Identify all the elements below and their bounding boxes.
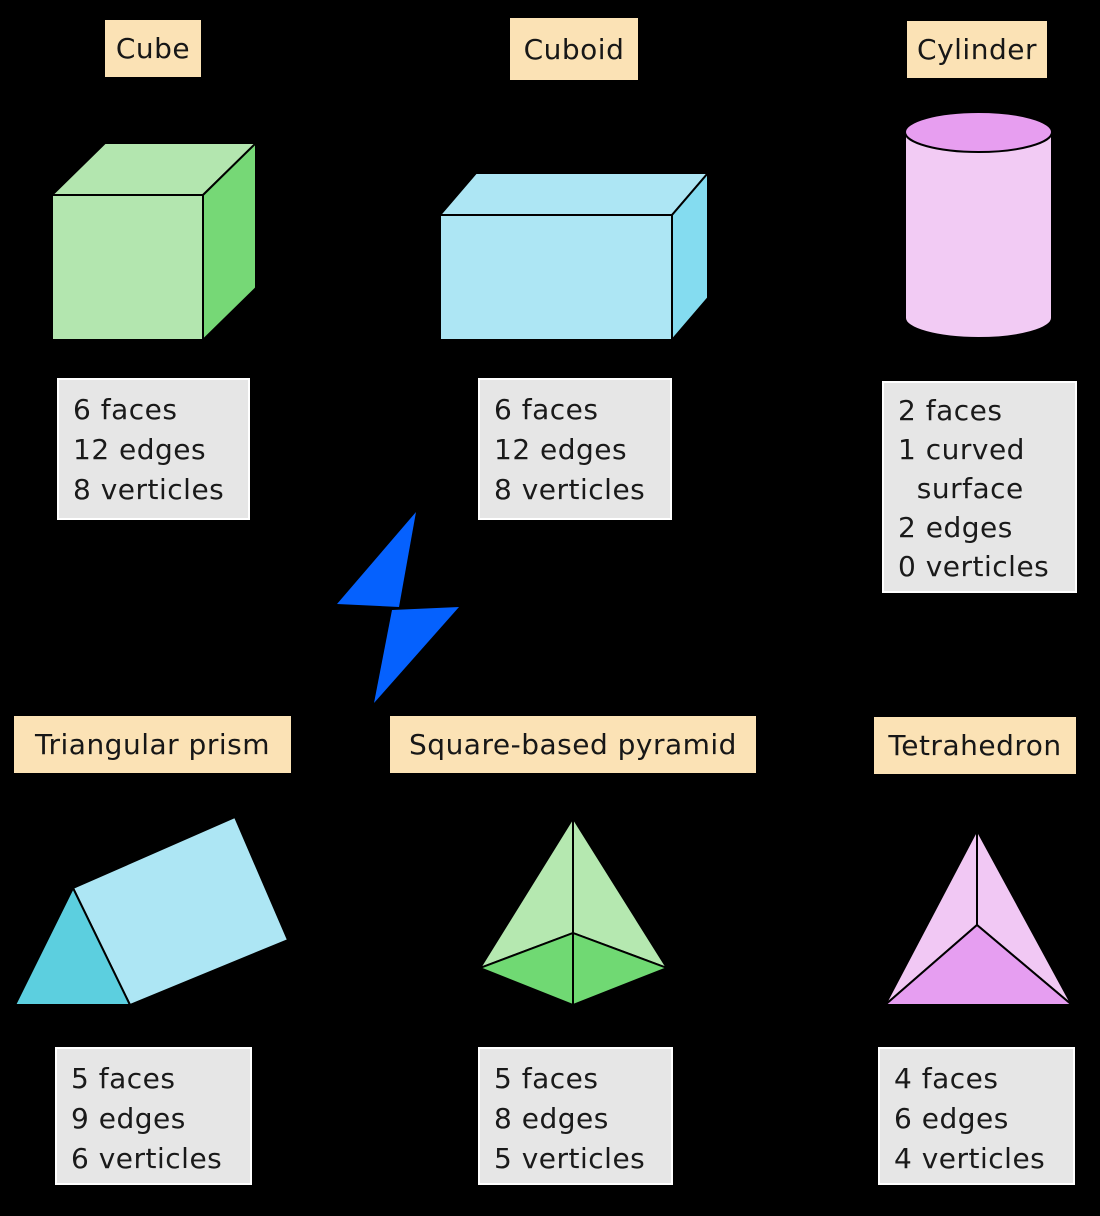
- bolt-lower-triangle: [374, 607, 459, 703]
- cube-properties-box: 6 faces 12 edges 8 verticles: [57, 378, 250, 520]
- property-line: 4 faces: [894, 1062, 999, 1095]
- property-line: 6 faces: [494, 393, 599, 426]
- shape-label-cuboid: Cuboid: [510, 18, 638, 80]
- property-line: 8 verticles: [73, 473, 225, 506]
- cube-front-face: [51, 194, 204, 341]
- cuboid-properties-box: 6 faces 12 edges 8 verticles: [478, 378, 672, 520]
- tetrahedron-figure: [884, 829, 1073, 1006]
- shape-label-triangular-prism: Triangular prism: [12, 714, 293, 775]
- square-pyramid-properties-box: 5 faces 8 edges 5 verticles: [478, 1047, 673, 1185]
- property-line: 0 verticles: [898, 550, 1050, 583]
- bolt-upper-triangle: [337, 512, 416, 607]
- property-line: 8 edges: [494, 1102, 609, 1135]
- property-line: 5 faces: [494, 1062, 599, 1095]
- tetrahedron-bottom-face: [884, 924, 1073, 1006]
- lightning-bolt-icon: [337, 512, 459, 703]
- property-line: 2 edges: [898, 511, 1013, 544]
- cube-figure: [51, 142, 257, 341]
- cuboid-front-face: [439, 214, 673, 341]
- cuboid-top-face: [439, 172, 709, 216]
- property-line: 6 verticles: [71, 1142, 223, 1175]
- property-line: 6 edges: [894, 1102, 1009, 1135]
- square-pyramid-figure: [479, 817, 668, 1006]
- triangular-prism-properties-box: 5 faces 9 edges 6 verticles: [55, 1047, 252, 1185]
- shape-label-tetrahedron: Tetrahedron: [872, 715, 1078, 776]
- property-line: surface: [898, 472, 1024, 505]
- property-line: 12 edges: [73, 433, 207, 466]
- property-line: 12 edges: [494, 433, 628, 466]
- cylinder-properties-box: 2 faces 1 curved surface 2 edges 0 verti…: [882, 381, 1077, 593]
- cylinder-body: [904, 131, 1053, 339]
- shape-label-square-pyramid: Square-based pyramid: [388, 714, 758, 775]
- property-line: 5 faces: [71, 1062, 176, 1095]
- property-line: 5 verticles: [494, 1142, 646, 1175]
- property-line: 4 verticles: [894, 1142, 1046, 1175]
- tetrahedron-properties-box: 4 faces 6 edges 4 verticles: [878, 1047, 1075, 1185]
- triangular-prism-figure: [14, 816, 289, 1006]
- pyramid-base-right: [572, 932, 668, 1006]
- cylinder-top-face: [904, 111, 1053, 153]
- property-line: 8 verticles: [494, 473, 646, 506]
- shape-label-cube: Cube: [103, 18, 203, 79]
- cuboid-figure: [439, 172, 709, 341]
- property-line: 2 faces: [898, 394, 1003, 427]
- property-line: 1 curved: [898, 433, 1025, 466]
- shape-label-cylinder: Cylinder: [905, 19, 1049, 80]
- property-line: 9 edges: [71, 1102, 186, 1135]
- prism-end-face: [14, 887, 131, 1006]
- property-line: 6 faces: [73, 393, 178, 426]
- cylinder-figure: [904, 111, 1053, 339]
